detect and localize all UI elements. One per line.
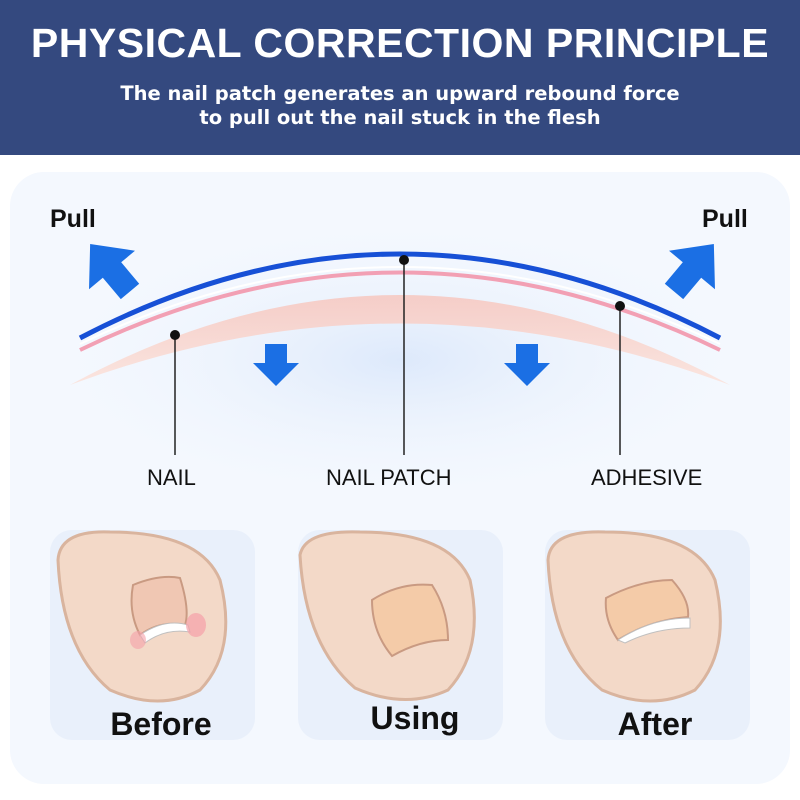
toe-before-illustration — [56, 530, 228, 703]
pull-arrow-right — [664, 243, 715, 300]
subtitle-line-1: The nail patch generates an upward rebou… — [120, 82, 680, 105]
subtitle-line-2: to pull out the nail stuck in the flesh — [199, 106, 601, 129]
adhesive-callout-dot — [615, 301, 625, 311]
nail-shape — [70, 295, 730, 385]
toe-after-illustration — [546, 530, 722, 703]
toe-using-illustration — [298, 530, 476, 701]
nail-label: NAIL — [147, 465, 196, 490]
page-title: PHYSICAL CORRECTION PRINCIPLE — [30, 20, 770, 66]
using-label: Using — [370, 700, 460, 736]
adhesive-label: ADHESIVE — [591, 465, 703, 490]
after-label: After — [617, 706, 693, 742]
down-arrow-left — [253, 344, 299, 386]
pull-label-right: Pull — [702, 205, 748, 233]
pull-arrow-left — [89, 243, 140, 300]
pull-label-left: Pull — [50, 205, 96, 233]
down-arrow-right — [504, 344, 550, 386]
nail-patch-line — [78, 251, 722, 341]
patch-callout-dot — [399, 255, 409, 265]
page-subtitle: The nail patch generates an upward rebou… — [0, 82, 800, 130]
nail-callout-dot — [170, 330, 180, 340]
nail-patch-label: NAIL PATCH — [326, 465, 452, 490]
before-label: Before — [110, 706, 212, 742]
header-banner: PHYSICAL CORRECTION PRINCIPLE The nail p… — [0, 0, 800, 155]
adhesive-layer — [79, 270, 721, 352]
adhesive-highlight — [79, 266, 721, 345]
